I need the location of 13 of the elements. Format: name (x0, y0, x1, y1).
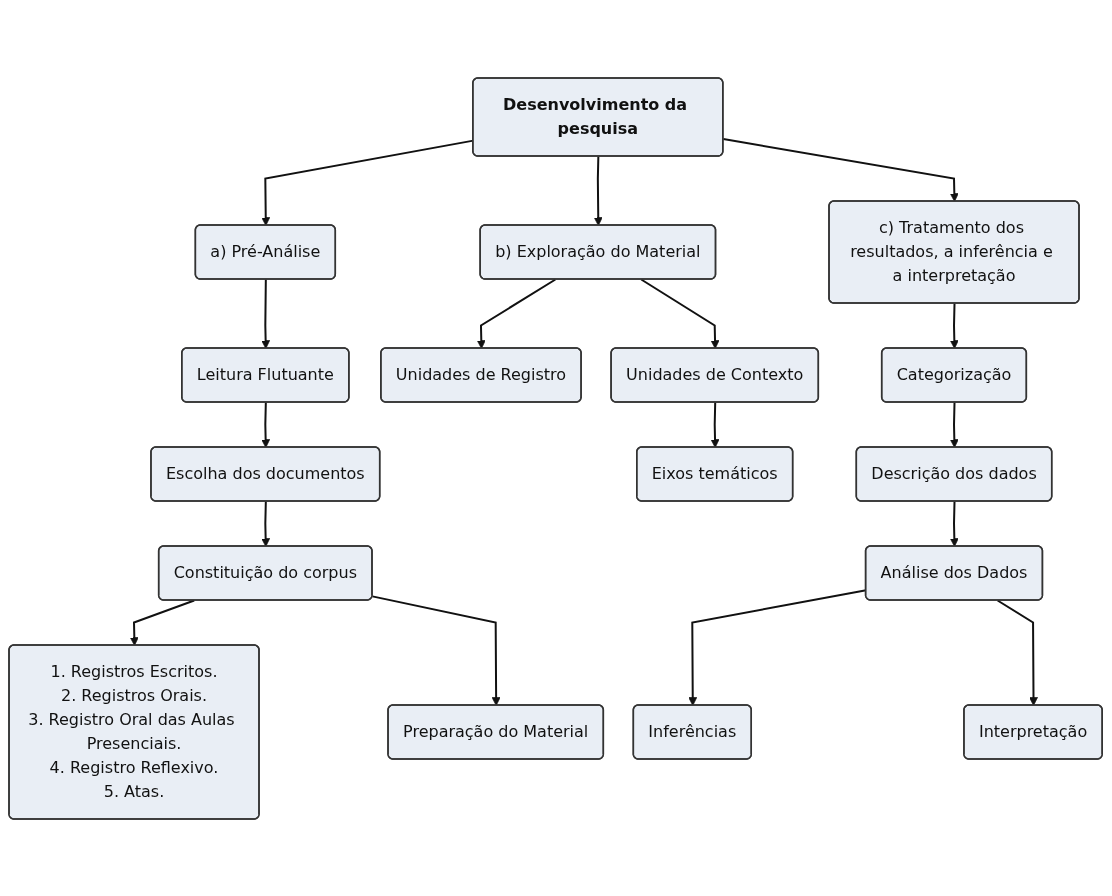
arrow (261, 500, 271, 547)
arrow (997, 599, 1039, 706)
arrow (261, 401, 271, 448)
arrow (594, 155, 604, 226)
arrow (950, 401, 960, 448)
arrow (640, 278, 720, 349)
arrow (950, 302, 960, 349)
arrow (711, 401, 720, 448)
arrow (130, 599, 196, 646)
arrow (950, 500, 960, 547)
arrow (261, 278, 271, 349)
arrow (477, 278, 557, 349)
arrow (371, 594, 501, 706)
